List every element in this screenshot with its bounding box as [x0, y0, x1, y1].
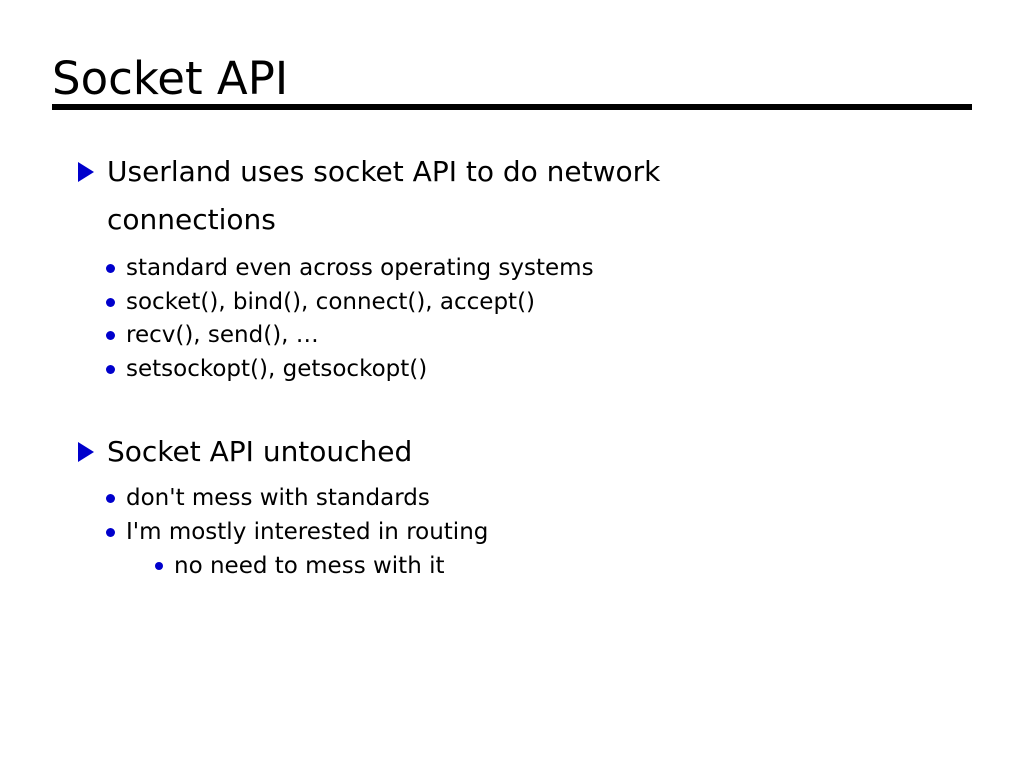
- slide-title-block: Socket API: [52, 52, 972, 106]
- outline-item-level3-label: no need to mess with it: [174, 553, 445, 579]
- triangle-right-bullet-icon: [78, 162, 94, 182]
- outline-item-level2: socket(), bind(), connect(), accept(): [52, 286, 982, 320]
- title-underline-rule: [52, 104, 972, 110]
- triangle-right-bullet-icon: [78, 442, 94, 462]
- disc-bullet-icon: [106, 494, 115, 503]
- outline-item-level2: don't mess with standards: [52, 482, 982, 516]
- outline-item-level2: setsockopt(), getsockopt(): [52, 353, 982, 387]
- outline-item-level2: standard even across operating systems: [52, 252, 982, 286]
- outline-item-level2: recv(), send(), …: [52, 319, 982, 353]
- disc-bullet-icon: [155, 562, 163, 570]
- spacer: [52, 244, 982, 252]
- outline-item-level1-label: Socket API untouched: [107, 435, 413, 468]
- outline-item-level2-label: recv(), send(), …: [126, 322, 319, 348]
- spacer: [52, 386, 982, 428]
- outline-item-level2-label: socket(), bind(), connect(), accept(): [126, 288, 536, 315]
- outline-item-level1-label: Userland uses socket API to do network c…: [107, 155, 661, 236]
- outline-item-level2-label: don't mess with standards: [126, 485, 430, 511]
- outline-item-level2: I'm mostly interested in routing: [52, 516, 982, 550]
- disc-bullet-icon: [106, 364, 115, 374]
- disc-bullet-icon: [106, 331, 115, 340]
- disc-bullet-icon: [106, 297, 115, 307]
- outline-item-level1: Userland uses socket API to do network c…: [52, 148, 982, 244]
- slide-body-outline: Userland uses socket API to do network c…: [52, 148, 982, 583]
- outline-item-level2-label: standard even across operating systems: [126, 255, 594, 281]
- page-title: Socket API: [52, 52, 289, 105]
- disc-bullet-icon: [106, 527, 115, 537]
- disc-bullet-icon: [106, 264, 115, 273]
- outline-item-level2-label: setsockopt(), getsockopt(): [126, 355, 428, 382]
- outline-item-level3: no need to mess with it: [52, 549, 982, 583]
- outline-item-level1: Socket API untouched: [52, 428, 982, 476]
- outline-item-level2-label: I'm mostly interested in routing: [126, 518, 489, 545]
